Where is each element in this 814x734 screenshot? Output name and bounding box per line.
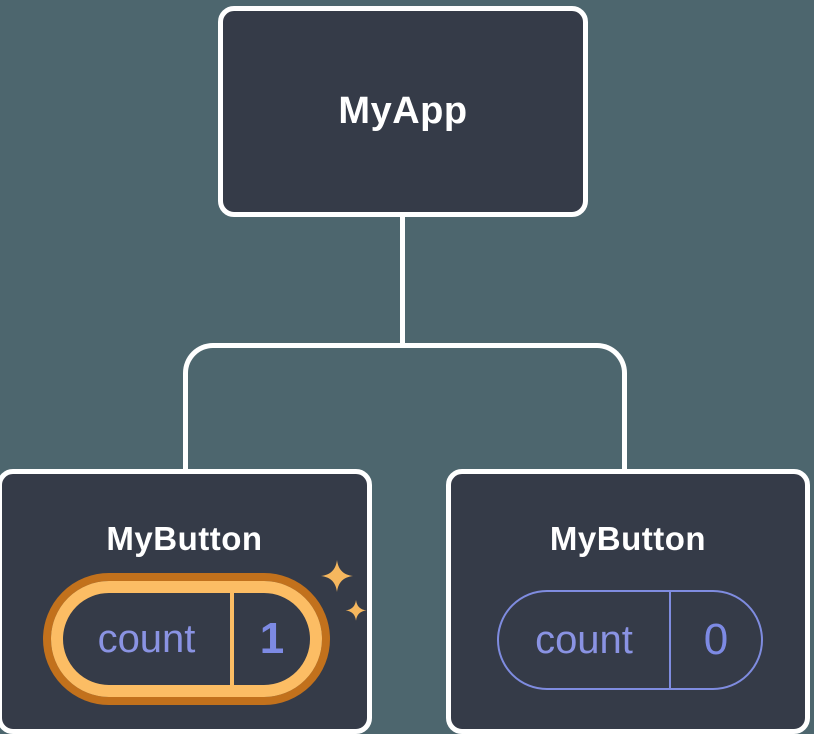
state-pill-highlighted: count 1	[43, 573, 330, 705]
state-value-label: 1	[259, 614, 285, 663]
state-value-label: 0	[703, 615, 729, 664]
connector-bracket	[183, 343, 627, 474]
state-value-cell: 1	[234, 593, 310, 685]
state-key-cell: count	[499, 592, 669, 688]
state-value-cell: 0	[671, 592, 761, 688]
node-myapp: MyApp	[218, 6, 588, 217]
pill-divider	[230, 593, 234, 685]
sparkles-icon	[321, 560, 367, 621]
state-pill-normal: count 0	[497, 590, 763, 690]
state-key-cell: count	[63, 593, 230, 685]
node-myapp-label: MyApp	[338, 90, 468, 132]
pill-divider	[669, 592, 671, 688]
state-key-label: count	[97, 616, 196, 661]
node-mybutton-1-label: MyButton	[106, 520, 263, 557]
state-key-label: count	[535, 617, 633, 662]
node-mybutton-2-label: MyButton	[549, 520, 707, 557]
state-pill-inner-ring: count 1	[51, 581, 322, 697]
connector-stem	[400, 215, 405, 346]
